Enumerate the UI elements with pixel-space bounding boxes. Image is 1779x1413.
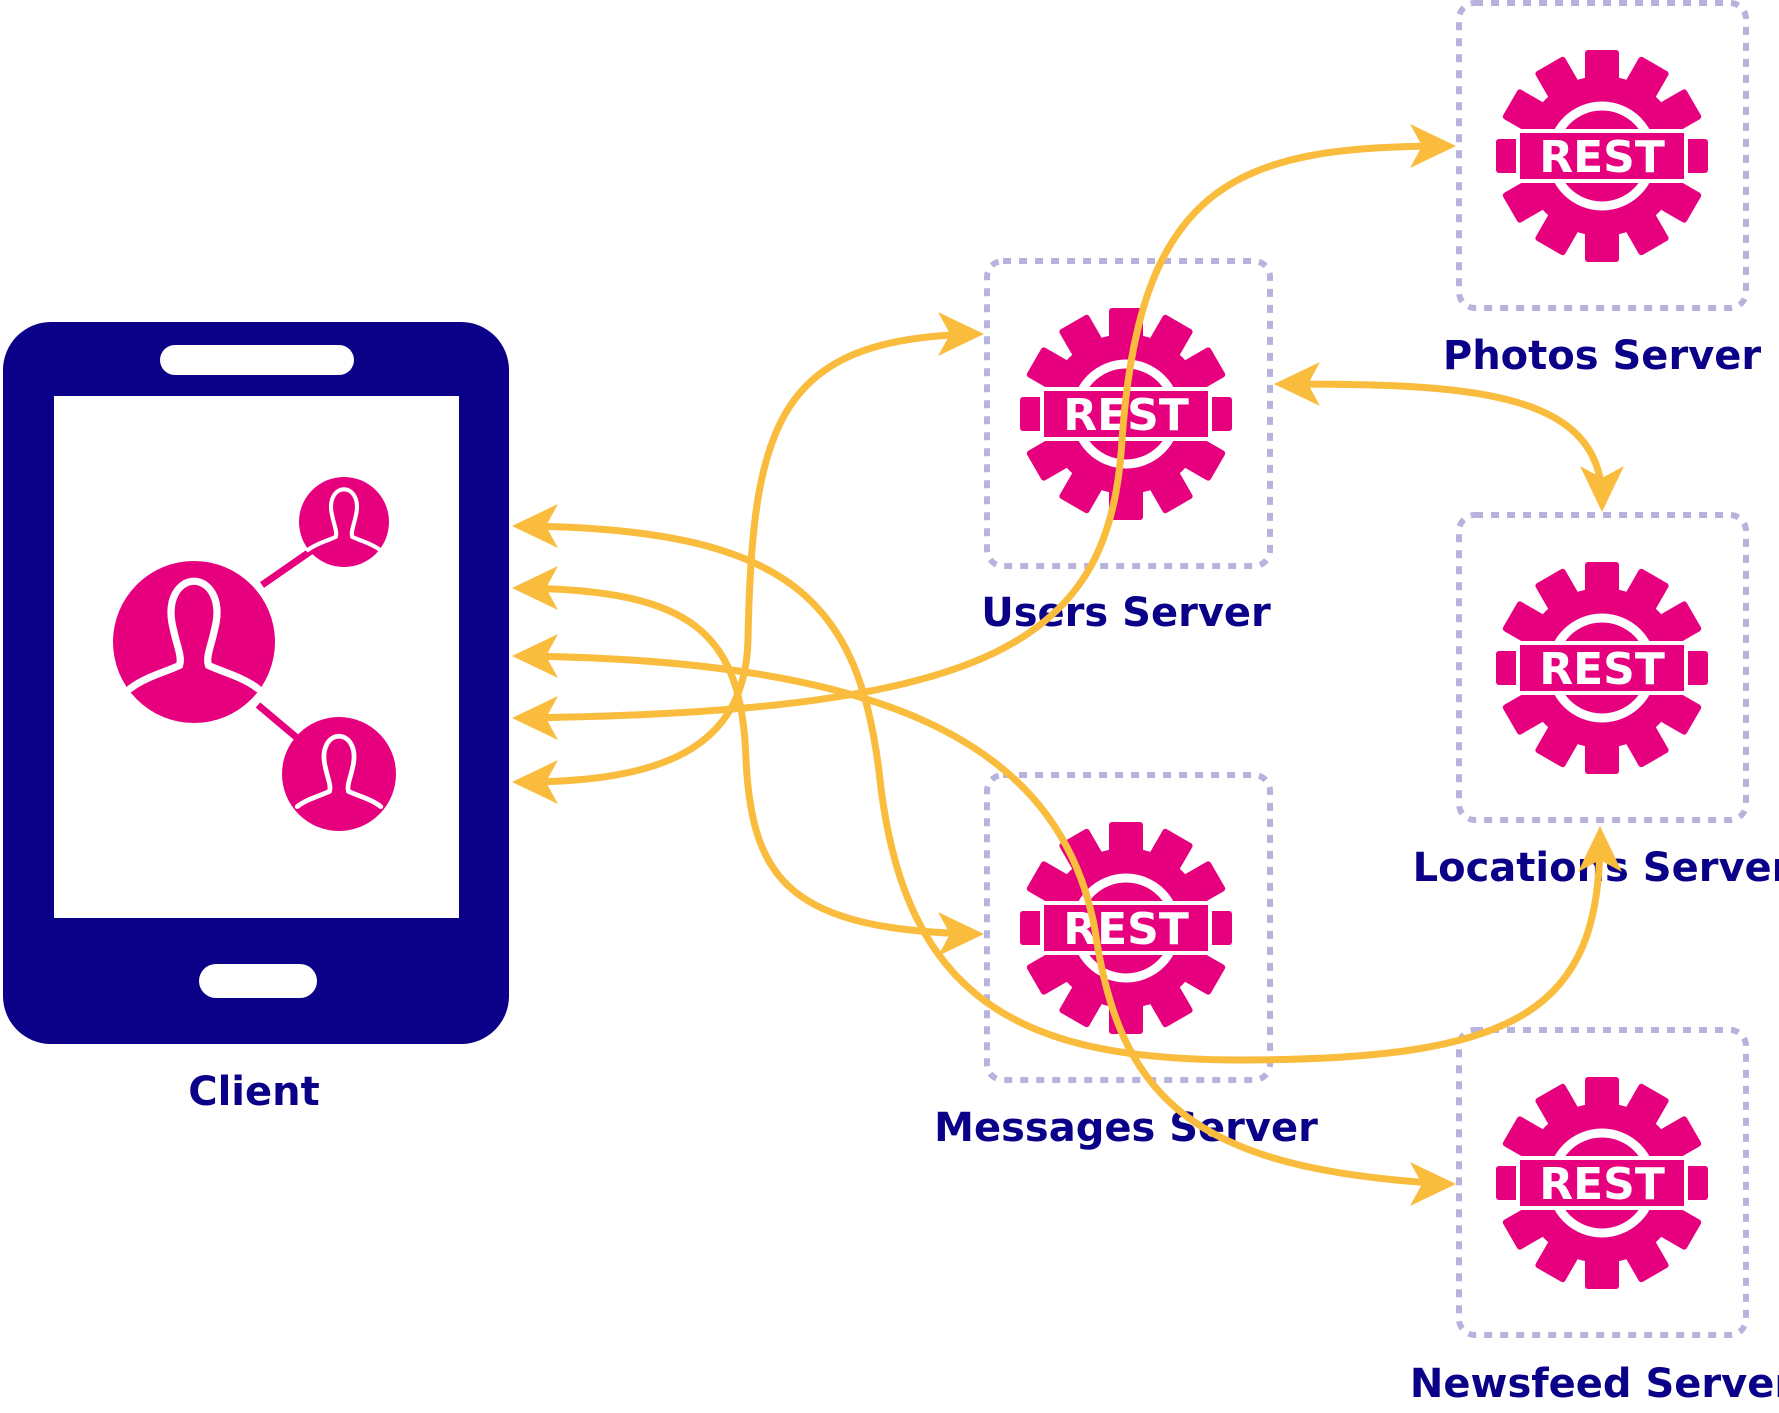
- svg-text:REST: REST: [1539, 1159, 1665, 1210]
- arrowhead-left: [512, 696, 558, 740]
- arrowhead-right: [938, 912, 984, 956]
- svg-text:REST: REST: [1539, 132, 1665, 183]
- locations-server-frame: [1456, 512, 1749, 823]
- connector-client-messages: [516, 584, 980, 938]
- arrowhead-right: [938, 312, 984, 356]
- connector-users-locations: [1278, 380, 1606, 504]
- arrowhead-left: [512, 566, 558, 610]
- rest-gear-icon: REST: [1496, 562, 1708, 774]
- arrowhead-up: [1578, 826, 1622, 872]
- arrowhead-left: [512, 634, 558, 678]
- connector-client-locations: [516, 522, 1604, 1064]
- client-phone: [3, 322, 509, 1044]
- arrowhead-left: [512, 760, 558, 804]
- arrowhead-right: [1410, 1162, 1456, 1206]
- user-network-icon: [113, 477, 396, 831]
- phone-speaker: [160, 345, 354, 375]
- photos-server-frame: [1456, 0, 1749, 311]
- arrowhead-left: [512, 504, 558, 548]
- arrowhead-left: [1274, 362, 1320, 406]
- client-label: Client: [188, 1069, 320, 1115]
- newsfeed-server-label: Newsfeed Server: [1410, 1361, 1779, 1407]
- rest-gear-icon: REST: [1020, 822, 1232, 1034]
- connector-client-newsfeed: [516, 652, 1452, 1188]
- photos-server-label: Photos Server: [1443, 333, 1761, 379]
- connector-client-users: [516, 330, 980, 786]
- arrowhead-right: [1410, 124, 1456, 168]
- arrowhead-down: [1580, 466, 1624, 512]
- rest-gear-icon: REST: [1496, 50, 1708, 262]
- connectors: [516, 142, 1606, 1188]
- users-server-label: Users Server: [981, 590, 1271, 636]
- arrowheads: [512, 124, 1624, 1206]
- user-avatar-icon: [113, 561, 275, 723]
- svg-text:REST: REST: [1063, 904, 1189, 955]
- svg-text:REST: REST: [1539, 644, 1665, 695]
- user-avatar-icon: [299, 477, 389, 567]
- user-avatar-icon: [282, 717, 396, 831]
- messages-server-label: Messages Server: [934, 1105, 1318, 1151]
- rest-gear-icon: REST: [1496, 1077, 1708, 1289]
- newsfeed-server-frame: [1456, 1027, 1749, 1338]
- phone-home-button: [199, 964, 317, 998]
